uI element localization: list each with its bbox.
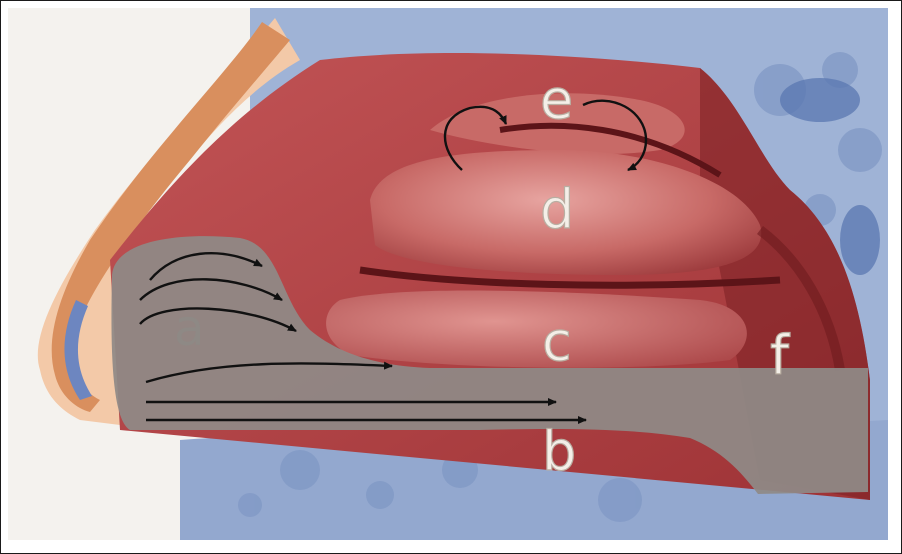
inferior-turbinate — [326, 291, 747, 368]
label-f: f — [770, 324, 791, 387]
label-c: c — [542, 310, 572, 373]
label-b: b — [542, 420, 576, 483]
label-d: d — [540, 178, 574, 241]
label-a: a — [174, 299, 205, 357]
label-e: e — [540, 68, 573, 131]
